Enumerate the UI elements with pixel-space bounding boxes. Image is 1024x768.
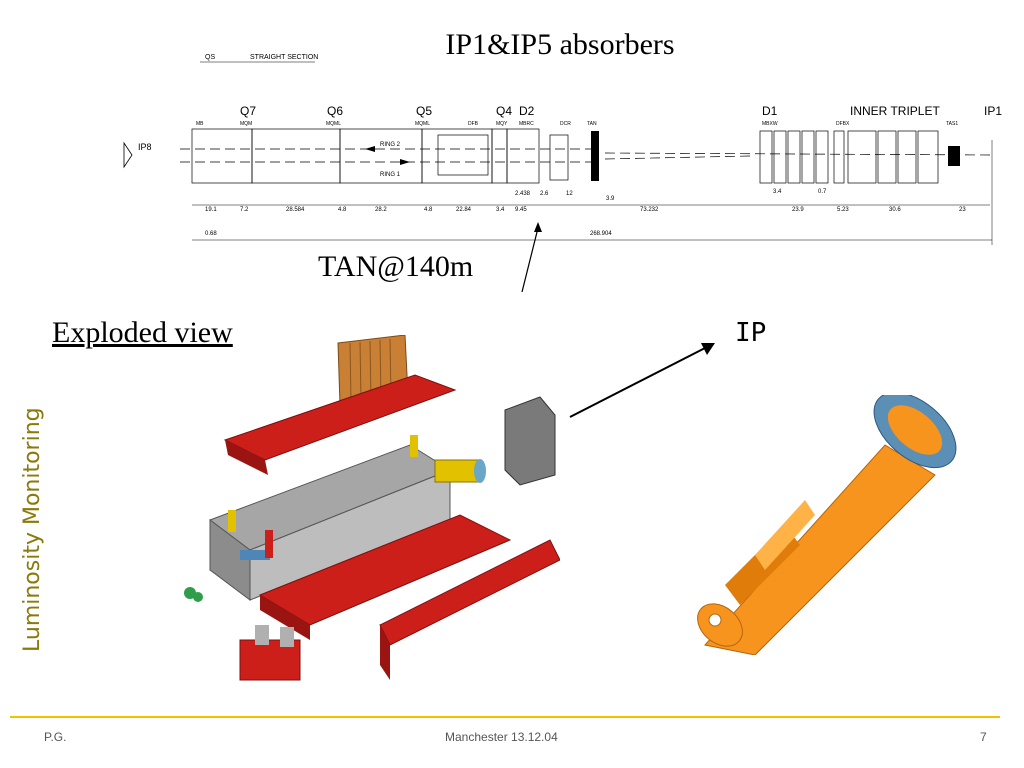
element-label: MBRC <box>519 121 534 127</box>
magnet-q4: Q4 <box>496 104 512 118</box>
element-label: DCR <box>560 121 571 127</box>
dimension-value: 22.84 <box>456 207 472 213</box>
ip-direction-arrow <box>569 343 715 418</box>
diagram-label-straight-section: STRAIGHT SECTION <box>250 54 318 61</box>
dimension-value: 3.4 <box>496 207 505 213</box>
dimension-value: 3.4 <box>773 189 782 195</box>
element-label: MQM <box>240 121 252 127</box>
diagram-label-qs: QS <box>205 54 215 61</box>
magnet-d2: D2 <box>519 104 535 118</box>
ring-2-label: RING 2 <box>380 142 401 148</box>
ring-1-label: RING 1 <box>380 172 401 178</box>
tan-label: TAN@140m <box>318 250 474 283</box>
element-label: TAN <box>587 121 597 127</box>
dimension-row: 19.1 7.2 28.584 4.8 28.2 4.8 22.84 3.4 9… <box>205 207 966 213</box>
dimension-value: 23 <box>959 207 966 213</box>
dimension-value: 12 <box>566 191 573 197</box>
magnet-q7: Q7 <box>240 104 256 118</box>
dimension-value: 28.2 <box>375 207 387 213</box>
side-label: Luminosity Monitoring <box>20 407 45 652</box>
tan-pointer-arrow <box>521 222 542 293</box>
beamline-layout-diagram: QS STRAIGHT SECTION Q7 Q6 Q5 Q4 D2 D1 IN… <box>123 54 1002 245</box>
dimension-value: 19.1 <box>205 207 217 213</box>
tan-exploded-view-illustration <box>184 335 560 681</box>
element-label: MQML <box>415 121 430 127</box>
magnet-d1: D1 <box>762 104 778 118</box>
element-label: DFBX <box>836 121 850 127</box>
element-label: TAS1 <box>946 121 958 127</box>
dimension-value: 28.584 <box>286 207 305 213</box>
slide-title: IP1&IP5 absorbers <box>445 28 675 61</box>
dimension-value: 30.6 <box>889 207 901 213</box>
element-label: MQY <box>496 121 508 127</box>
ip-label: IP <box>735 318 767 348</box>
footer-author: P.G. <box>44 730 67 744</box>
magnet-q5: Q5 <box>416 104 432 118</box>
dimension-value: 7.2 <box>240 207 249 213</box>
footer-venue-date: Manchester 13.12.04 <box>445 730 558 744</box>
element-label: DFB <box>468 121 479 127</box>
dimension-value: 2.6 <box>540 191 549 197</box>
footer-divider <box>10 716 1000 718</box>
element-labels: MB MQM MQML MQML DFB MQY MBRC DCR TAN MB… <box>196 121 958 127</box>
dimension-value: 9.45 <box>515 207 527 213</box>
element-label: MBXW <box>762 121 778 127</box>
dimension-value: 0.7 <box>818 189 827 195</box>
ip8-label: IP8 <box>138 142 152 152</box>
absorber-tube-illustration <box>697 395 957 655</box>
dimension-value: 23.9 <box>792 207 804 213</box>
element-label: MQML <box>326 121 341 127</box>
total-length-value: 268.904 <box>590 231 612 237</box>
dimension-value: 3.9 <box>606 196 615 202</box>
dimension-value: 4.8 <box>338 207 347 213</box>
exploded-view-label: Exploded view <box>52 316 233 349</box>
element-label: MB <box>196 121 204 127</box>
page-number: 7 <box>980 730 987 744</box>
dimension-value: 5.23 <box>837 207 849 213</box>
magnet-ip1: IP1 <box>984 104 1002 118</box>
dimension-value: 2.438 <box>515 191 531 197</box>
magnet-q6: Q6 <box>327 104 343 118</box>
magnet-inner-triplet: INNER TRIPLET <box>850 104 940 118</box>
dimension-row-mid: 2.438 2.6 12 3.9 3.4 0.7 <box>515 189 827 202</box>
dimension-value: 73.232 <box>640 207 659 213</box>
dimension-value: 4.8 <box>424 207 433 213</box>
total-left-value: 0.68 <box>205 231 217 237</box>
